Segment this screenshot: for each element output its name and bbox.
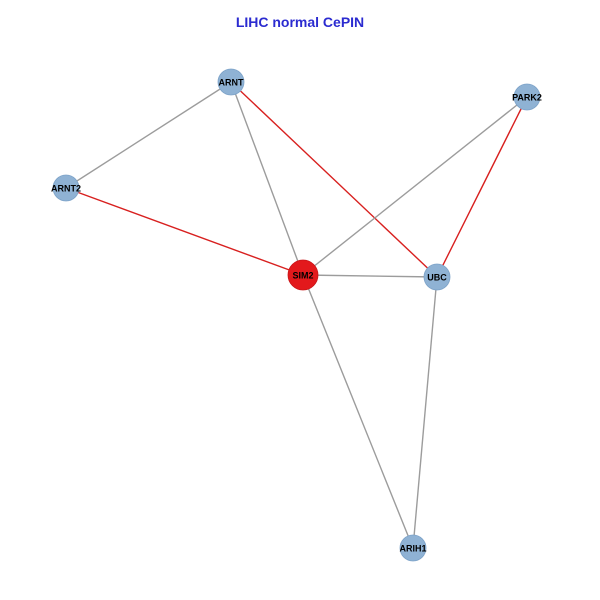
node-park2 [513,83,541,111]
edge-sim2-ubc [302,274,438,278]
node-arih1 [399,534,427,562]
node-label-sim2: SIM2 [292,270,313,280]
nodes-layer [52,68,541,562]
edge-park2-ubc [436,96,528,278]
node-label-arih1: ARIH1 [399,543,426,553]
edge-sim2-arih1 [302,274,414,549]
edge-arnt-ubc [230,81,438,278]
edge-arnt2-arnt [65,81,232,189]
edge-arnt2-sim2 [65,187,304,276]
node-label-ubc: UBC [427,272,447,282]
node-label-arnt: ARNT [219,77,244,87]
node-arnt2 [52,174,80,202]
node-label-arnt2: ARNT2 [51,183,81,193]
plot-title: LIHC normal CePIN [235,14,365,30]
node-label-park2: PARK2 [512,92,542,102]
node-arnt [217,68,245,96]
edge-arnt-sim2 [230,81,304,276]
edges-layer [65,81,528,549]
edge-ubc-arih1 [412,276,438,549]
node-sim2 [287,259,319,291]
node-ubc [423,263,451,291]
edge-park2-sim2 [302,96,528,276]
